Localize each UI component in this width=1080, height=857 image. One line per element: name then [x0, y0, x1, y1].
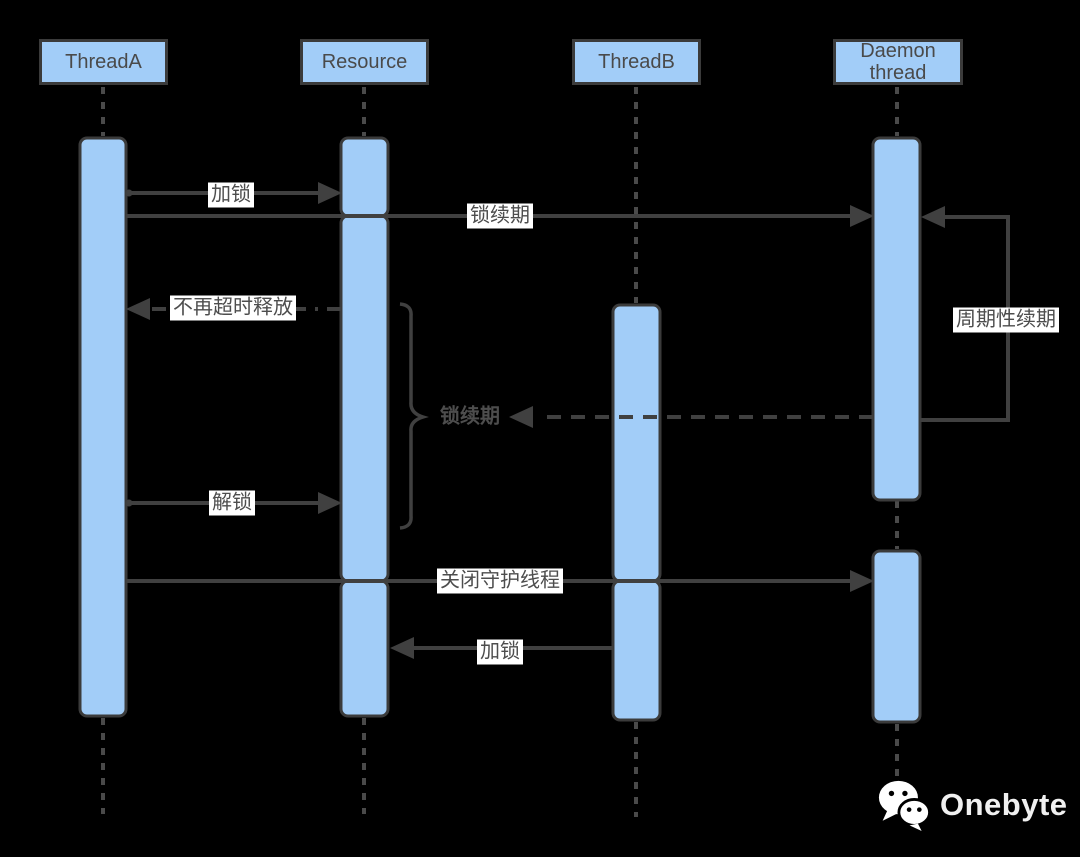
label-lock-renew-brace: 锁续期 [440, 405, 500, 428]
activation-bar-resource-2 [339, 214, 390, 583]
activation-bar-daemon-1 [871, 136, 922, 502]
message-no-timeout-arrow [126, 298, 341, 320]
curly-brace [399, 302, 429, 530]
actor-box-resource: Resource [300, 39, 429, 85]
arrow-right-icon [318, 182, 342, 204]
actor-label: ThreadA [65, 51, 142, 73]
activation-bar-thread-b-2 [611, 579, 662, 722]
label-lock-b: 加锁 [477, 639, 523, 665]
actor-label: Resource [321, 51, 408, 73]
arrow-left-icon [921, 206, 945, 228]
label-no-timeout-release: 不再超时释放 [170, 295, 296, 321]
brand-name: Onebyte [940, 787, 1068, 822]
activation-bar-daemon-2 [871, 549, 922, 724]
label-close-daemon: 关闭守护线程 [437, 568, 563, 594]
actor-label: ThreadB [598, 51, 675, 73]
activation-bar-resource-3 [339, 579, 390, 718]
actor-box-daemon-thread: Daemon thread [833, 39, 963, 85]
message-lock-renew-dashed-arrow [509, 406, 873, 428]
actor-box-thread-b: ThreadB [572, 39, 701, 85]
arrow-right-icon [850, 205, 874, 227]
actor-label: Daemon thread [860, 40, 936, 84]
arrow-left-icon [509, 406, 533, 428]
label-unlock: 解锁 [209, 490, 255, 516]
label-lock-renew: 锁续期 [467, 203, 533, 229]
arrow-left-icon [390, 637, 414, 659]
actor-box-thread-a: ThreadA [39, 39, 168, 85]
arrow-right-icon [318, 492, 342, 514]
arrow-right-icon [850, 570, 874, 592]
label-periodic-renew: 周期性续期 [953, 307, 1059, 333]
watermark: Onebyte [876, 779, 1068, 831]
wechat-icon [878, 780, 931, 831]
label-lock-a: 加锁 [208, 182, 254, 208]
activation-bar-thread-a [78, 136, 128, 718]
arrow-left-icon [126, 298, 150, 320]
activation-bar-thread-b-1 [611, 303, 662, 583]
activation-bar-resource-1 [339, 136, 390, 218]
